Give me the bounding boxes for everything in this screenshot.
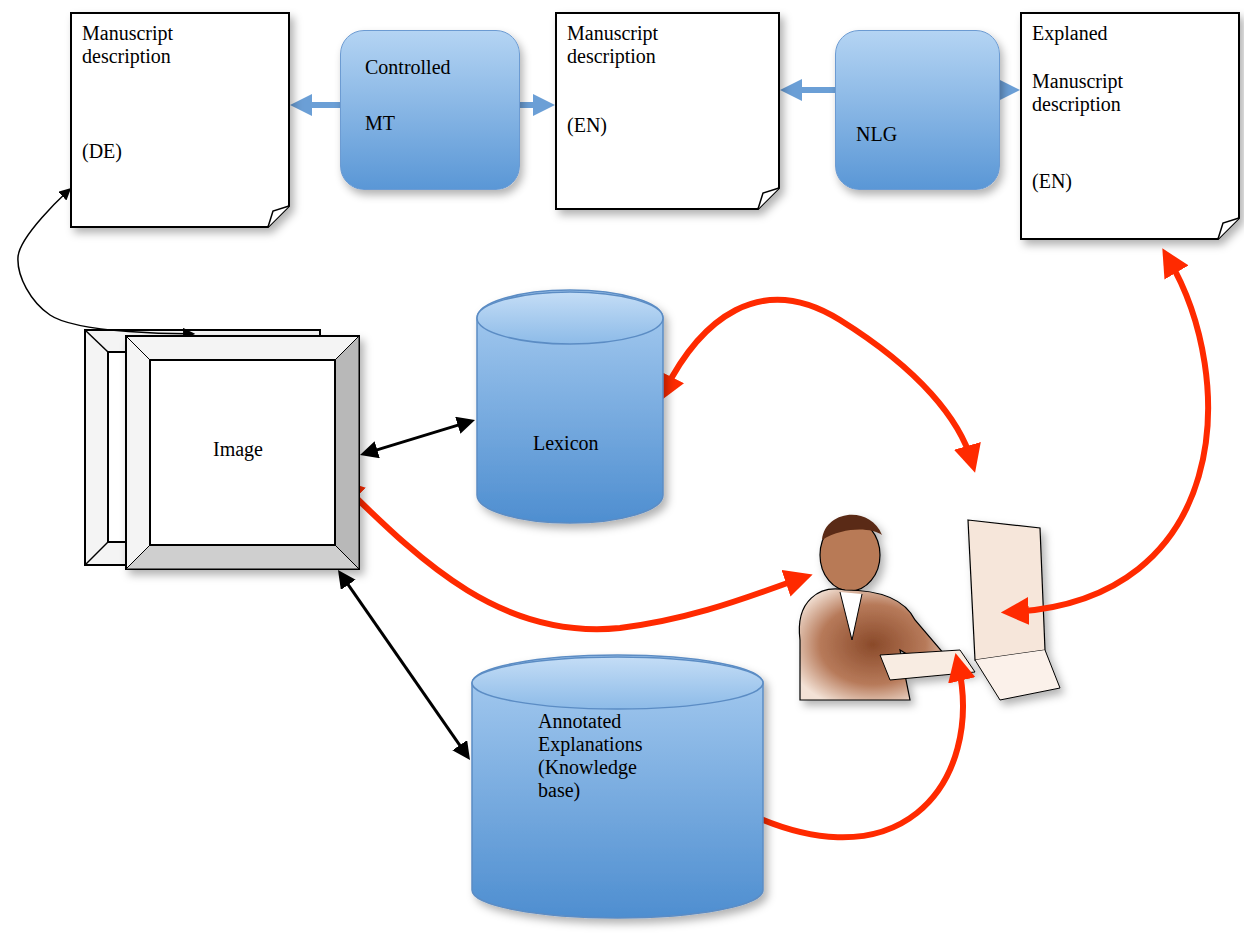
monitor: [968, 520, 1045, 660]
frame-bevel: [126, 336, 150, 360]
node-label: Manuscript description: [1032, 70, 1182, 116]
node-label: Manuscript description: [567, 22, 717, 68]
cylinder-top: [477, 292, 663, 344]
database-cylinder: Annotated Explanations (Knowledge base): [470, 655, 765, 920]
page-outline: [1021, 13, 1239, 239]
page-outline: [71, 13, 289, 227]
user-lexicon-arrow: [664, 300, 972, 462]
node-label: Lexicon: [533, 432, 653, 455]
doc-outline: [70, 12, 290, 228]
person-illustration: [799, 515, 1060, 700]
node-label: Manuscript description: [82, 22, 232, 68]
node-label: Annotated Explanations (Knowledge base): [538, 710, 673, 802]
page-outline: [556, 13, 779, 209]
node-label: NLG: [856, 123, 976, 146]
node-label: Controlled MT: [365, 39, 480, 151]
connector-arrow: [345, 580, 463, 749]
frame-outer: [126, 336, 359, 569]
node-label: (DE): [82, 140, 202, 163]
node-label: Explaned: [1032, 22, 1182, 45]
user-output-arrow: [1012, 258, 1208, 612]
monitor-stand: [975, 650, 1060, 700]
document-page: Manuscript description (DE): [70, 12, 290, 228]
connector-arrow: [372, 424, 463, 452]
frame-bevel: [335, 336, 359, 569]
node-label: (EN): [567, 114, 687, 137]
process-box: NLG: [835, 30, 1000, 190]
process-box: Controlled MT: [340, 30, 520, 190]
image-frame: Image: [125, 335, 360, 570]
page-fold: [758, 188, 779, 209]
document-page: Manuscript description (EN): [555, 12, 780, 210]
document-page: ExplanedManuscript description (EN): [1020, 12, 1240, 240]
database-cylinder: Lexicon: [475, 290, 665, 525]
frame-bevel: [126, 545, 359, 569]
frame-inner: [150, 360, 335, 545]
cylinder-body: [477, 290, 663, 523]
cyl-outline: [475, 290, 665, 525]
doc-outline: [1020, 12, 1240, 240]
node-label: Image: [213, 438, 333, 461]
collar: [840, 592, 862, 640]
node-label: (EN): [1032, 170, 1152, 193]
body: [799, 589, 946, 700]
cylinder-top: [472, 657, 763, 709]
page-fold: [268, 206, 289, 227]
cylinder-body: [472, 655, 763, 918]
page-fold: [1218, 218, 1239, 239]
cyl-outline: [470, 655, 765, 920]
hair: [822, 515, 882, 540]
